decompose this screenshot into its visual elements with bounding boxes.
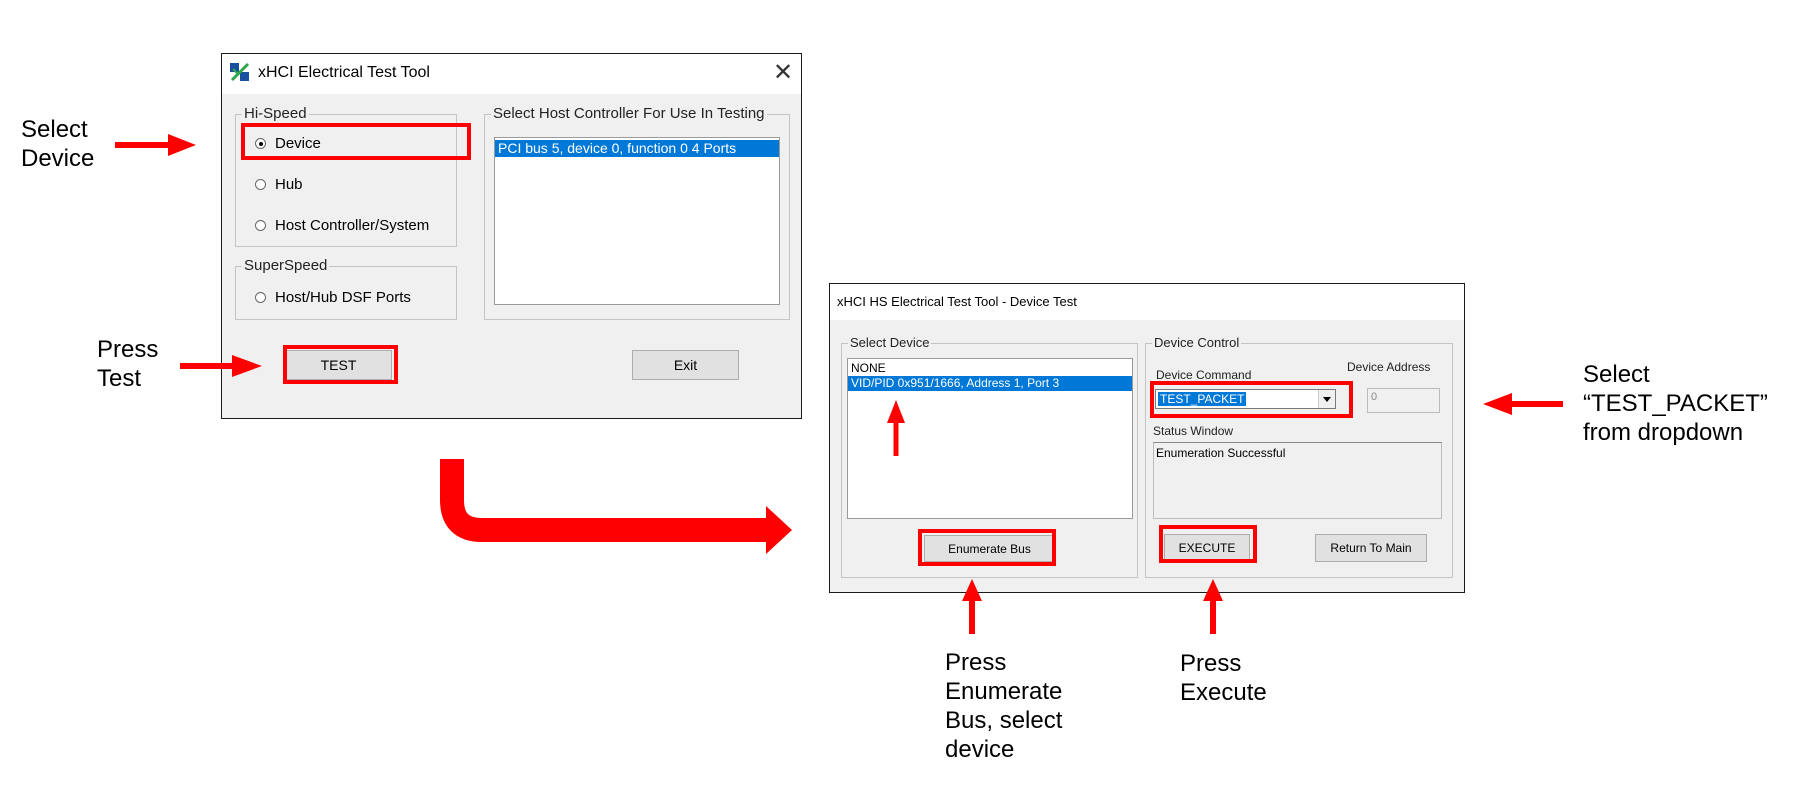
radio-dsf-ports-label: Host/Hub DSF Ports — [275, 289, 411, 306]
radio-hub-button[interactable] — [255, 179, 266, 190]
main-titlebar: xHCI Electrical Test Tool ✕ — [222, 54, 801, 94]
device-control-group: Device Control — [1145, 335, 1453, 578]
test-button[interactable]: TEST — [285, 350, 392, 380]
hispeed-group: Hi-Speed — [235, 105, 457, 247]
arrow-right-icon — [180, 355, 262, 377]
radio-host-controller-button[interactable] — [255, 220, 266, 231]
superspeed-label: SuperSpeed — [242, 257, 330, 274]
radio-host-controller-label: Host Controller/System — [275, 217, 430, 234]
hispeed-label: Hi-Speed — [242, 105, 309, 122]
radio-device[interactable]: Device — [255, 135, 321, 152]
device-control-label: Device Control — [1152, 335, 1242, 350]
host-controller-item[interactable]: PCI bus 5, device 0, function 0 4 Ports — [495, 140, 779, 157]
exit-button[interactable]: Exit — [632, 350, 739, 380]
chevron-down-icon[interactable] — [1318, 390, 1335, 408]
caption-select-test-packet: Select “TEST_PACKET” from dropdown — [1583, 361, 1768, 446]
device-command-value: TEST_PACKET — [1158, 392, 1247, 406]
radio-hub[interactable]: Hub — [255, 176, 303, 193]
caption-press-enumerate: Press Enumerate Bus, select device — [945, 649, 1063, 763]
radio-hub-label: Hub — [275, 176, 303, 193]
caption-press-test: Press Test — [97, 336, 159, 392]
host-controller-label: Select Host Controller For Use In Testin… — [491, 105, 767, 122]
radio-host-controller[interactable]: Host Controller/System — [255, 217, 429, 234]
arrow-right-icon — [115, 134, 196, 156]
device-item-none[interactable]: NONE — [851, 361, 886, 375]
device-item-vidpid[interactable]: VID/PID 0x951/1666, Address 1, Port 3 — [848, 376, 1132, 391]
radio-device-label: Device — [275, 135, 321, 152]
arrow-up-icon — [1203, 579, 1223, 634]
status-window: Enumeration Successful — [1153, 442, 1442, 519]
return-to-main-button[interactable]: Return To Main — [1315, 534, 1427, 562]
main-window: xHCI Electrical Test Tool ✕ Hi-Speed Dev… — [221, 53, 802, 419]
superspeed-group: SuperSpeed — [235, 257, 457, 320]
device-command-label: Device Command — [1156, 368, 1252, 382]
device-test-window: xHCI HS Electrical Test Tool - Device Te… — [829, 283, 1465, 593]
enumerate-bus-button[interactable]: Enumerate Bus — [924, 535, 1055, 562]
radio-dsf-ports-button[interactable] — [255, 292, 266, 303]
select-device-group: Select Device — [841, 335, 1138, 578]
status-window-label: Status Window — [1153, 424, 1234, 438]
arrow-up-icon — [887, 400, 905, 456]
host-controller-group: Select Host Controller For Use In Testin… — [484, 105, 790, 320]
execute-button[interactable]: EXECUTE — [1164, 534, 1250, 562]
radio-dsf-ports[interactable]: Host/Hub DSF Ports — [255, 289, 411, 306]
arrow-left-icon — [1483, 393, 1563, 415]
close-icon[interactable]: ✕ — [773, 58, 794, 86]
radio-device-button[interactable] — [255, 138, 266, 149]
caption-press-execute: Press Execute — [1180, 650, 1267, 706]
host-controller-list[interactable]: PCI bus 5, device 0, function 0 4 Ports — [494, 137, 780, 305]
device-address-field: 0 — [1367, 388, 1440, 413]
select-device-label: Select Device — [848, 335, 932, 350]
flow-arrow-icon — [440, 459, 792, 554]
device-command-dropdown[interactable]: TEST_PACKET — [1155, 389, 1336, 409]
device-titlebar: xHCI HS Electrical Test Tool - Device Te… — [830, 284, 1464, 320]
arrow-up-icon — [962, 579, 982, 634]
app-icon — [230, 62, 250, 82]
device-address-label: Device Address — [1347, 360, 1431, 374]
main-window-title: xHCI Electrical Test Tool — [258, 64, 430, 81]
caption-select-device: Select Device — [21, 116, 95, 172]
device-window-title: xHCI HS Electrical Test Tool - Device Te… — [837, 294, 1077, 309]
